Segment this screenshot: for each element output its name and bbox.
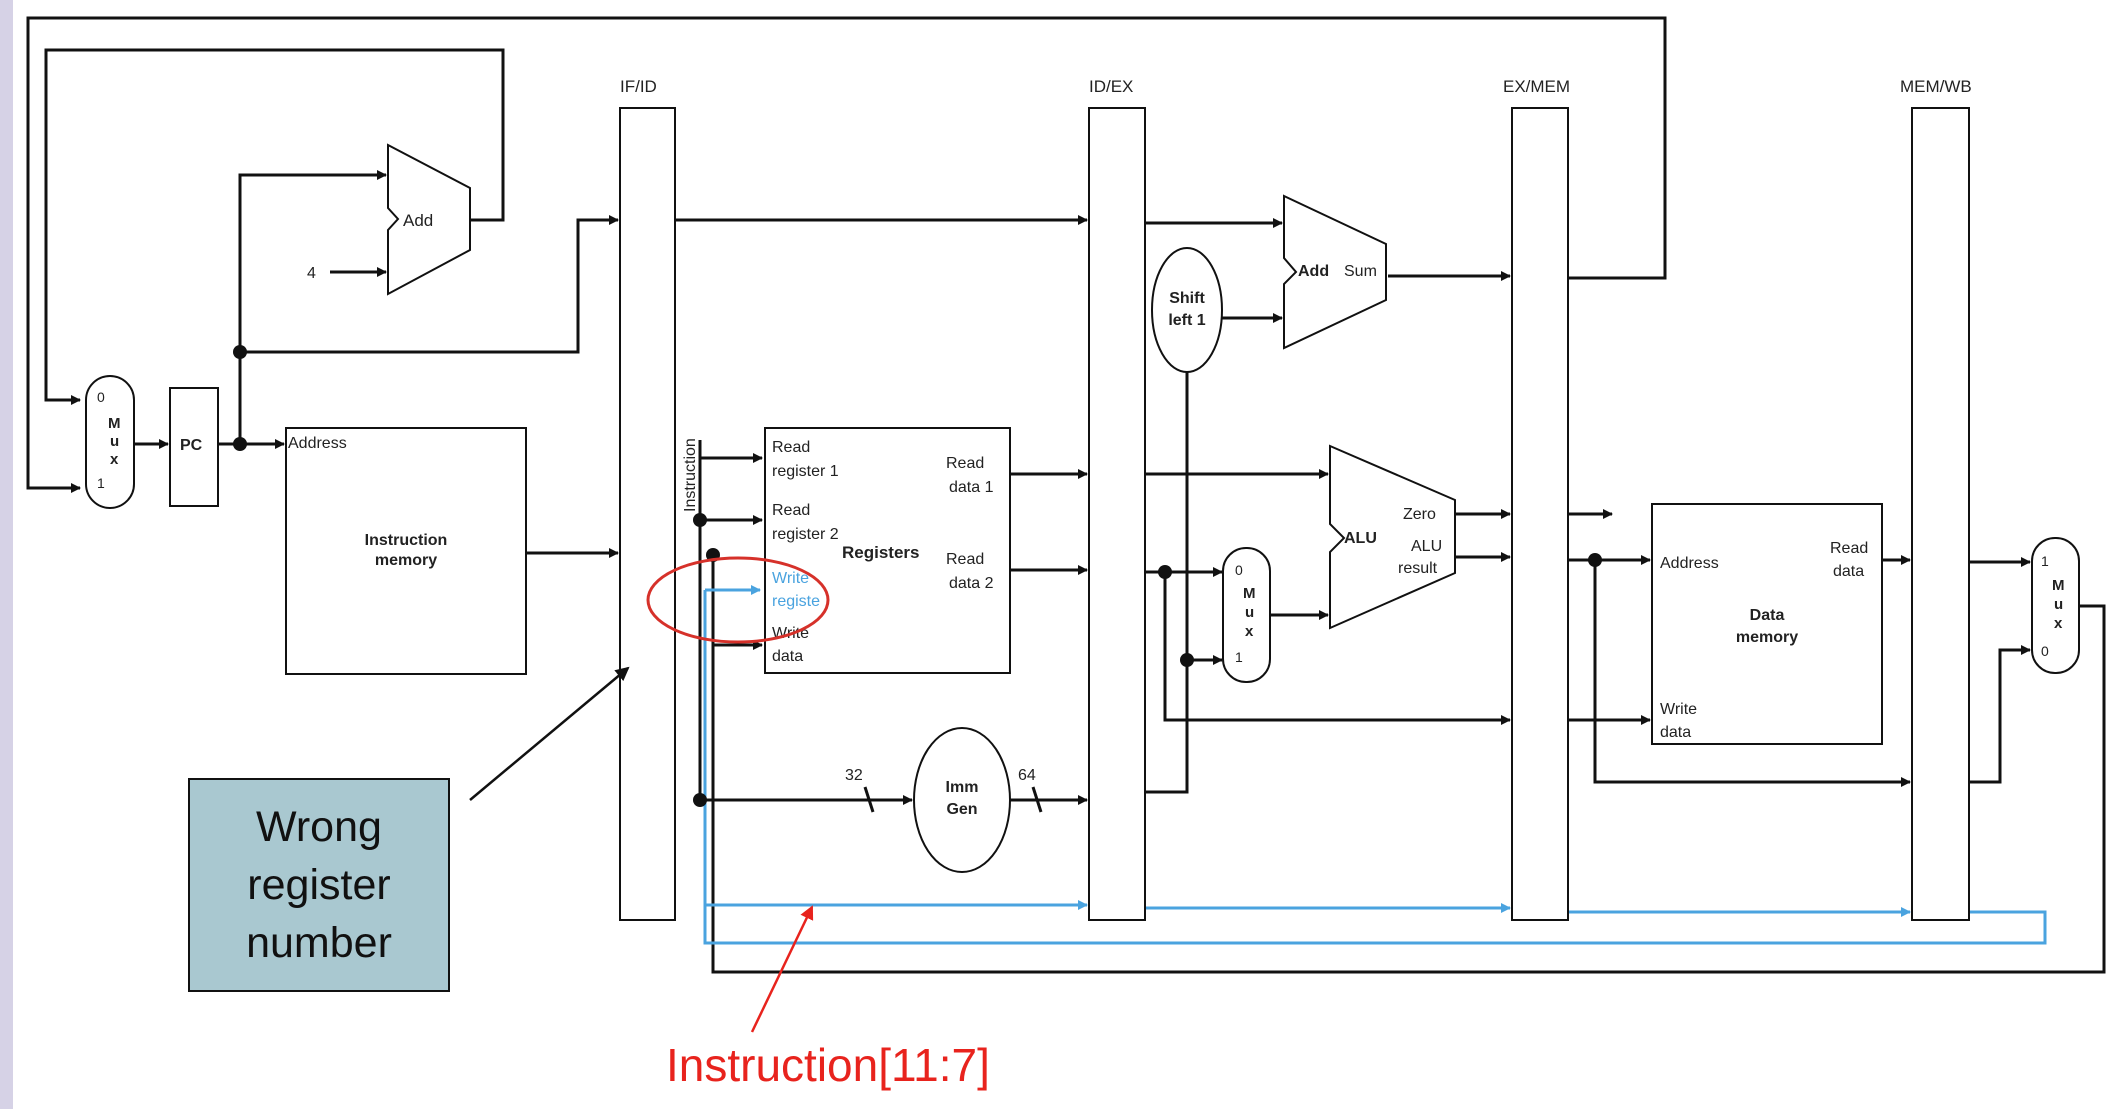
imm-gen-out-width: 64 <box>1018 767 1036 784</box>
alu-mux-input-0: 0 <box>1235 562 1243 578</box>
pc-label: PC <box>180 437 203 454</box>
callout-arrow <box>469 666 630 801</box>
write-register-highlight-circle <box>646 556 830 644</box>
wb-mux-u: u <box>2054 596 2063 613</box>
instruction-field-arrow <box>750 905 814 1033</box>
write-register-wire <box>703 585 2047 945</box>
junction-dots <box>233 345 1602 807</box>
alu-zero-label: Zero <box>1403 506 1436 523</box>
instruction-memory <box>285 427 527 675</box>
wb-mux <box>2031 537 2080 674</box>
add-if-adder <box>387 143 471 296</box>
pipeline-register-label: MEM/WB <box>1900 77 1972 96</box>
pipeline-register-if-id <box>619 107 676 921</box>
add-ex-adder <box>1283 194 1387 350</box>
alu-mux <box>1222 547 1271 683</box>
pc-mux-m: M <box>108 415 121 432</box>
alu <box>1329 444 1456 630</box>
wb-mux-input-0: 0 <box>2041 643 2049 659</box>
alu-label: ALU <box>1344 530 1377 547</box>
alu-mux-input-1: 1 <box>1235 649 1243 665</box>
shift-left-unit <box>1151 247 1223 373</box>
pipeline-register-ex-mem <box>1511 107 1569 921</box>
pipeline-register-label: ID/EX <box>1089 77 1133 96</box>
pc-mux-input-1: 1 <box>97 475 105 491</box>
left-accent-bar <box>0 0 13 1109</box>
wb-mux-input-1: 1 <box>2041 553 2049 569</box>
add-if-label: Add <box>403 211 433 230</box>
data-memory-address: Address <box>1660 555 1719 572</box>
pipeline-register-mem-wb <box>1911 107 1970 921</box>
instruction-memory-address: Address <box>288 435 347 452</box>
imm-gen-in-width: 32 <box>845 767 863 784</box>
add-ex-sum: Sum <box>1344 263 1377 280</box>
pipeline-register-label: IF/ID <box>620 77 657 96</box>
pc-mux-x: x <box>110 451 119 468</box>
pipeline-register-id-ex <box>1088 107 1146 921</box>
pc-mux <box>85 375 135 509</box>
wrong-register-callout: Wrong register number <box>188 778 450 992</box>
register-file <box>764 427 1011 674</box>
data-memory <box>1651 503 1883 745</box>
instruction-field-annotation: Instruction[11:7] <box>666 1039 990 1091</box>
alu-mux-m: M <box>1243 585 1256 602</box>
pc-mux-u: u <box>110 433 119 450</box>
pipeline-register-label: EX/MEM <box>1503 77 1570 96</box>
instruction-bus-label: Instruction <box>682 438 699 512</box>
alu-mux-x: x <box>1245 623 1254 640</box>
alu-mux-u: u <box>1245 604 1254 621</box>
imm-gen <box>913 727 1011 873</box>
wb-mux-x: x <box>2054 615 2063 632</box>
wb-mux-m: M <box>2052 577 2065 594</box>
pc-mux-input-0: 0 <box>97 389 105 405</box>
registers-title: Registers <box>842 543 919 562</box>
pc-register <box>169 387 219 507</box>
add-ex-label: Add <box>1298 263 1329 280</box>
add-if-const: 4 <box>307 265 316 282</box>
datapath-wires <box>26 16 2106 974</box>
